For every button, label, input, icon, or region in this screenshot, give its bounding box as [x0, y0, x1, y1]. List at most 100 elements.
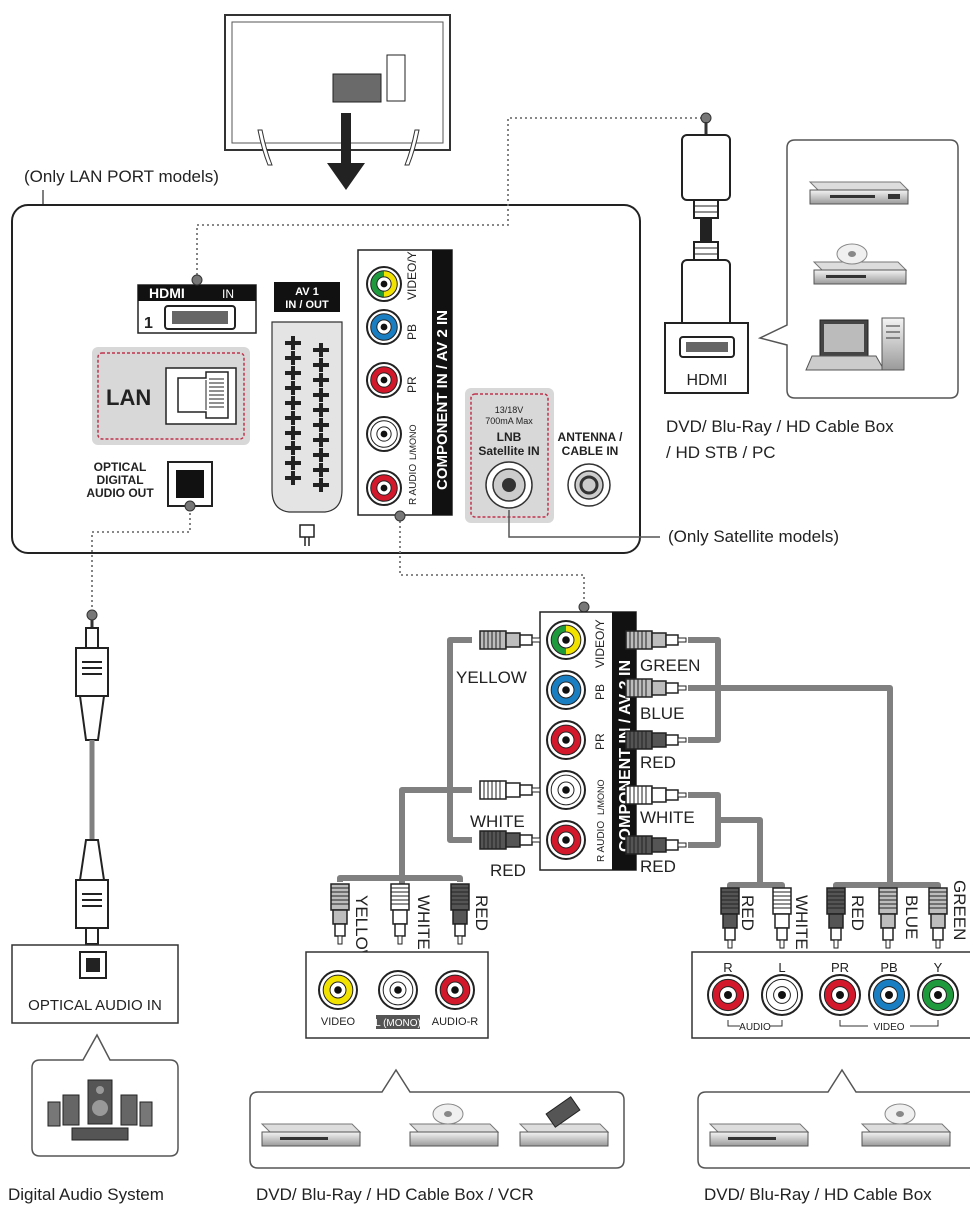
dotted-leaders	[91, 117, 706, 615]
component-pb-jack	[868, 974, 910, 1016]
composite-audior-label: AUDIO-R	[432, 1016, 479, 1028]
component-red-video-label: RED	[848, 895, 867, 931]
tv-lmono-label: L/MONO	[408, 424, 418, 460]
zoom-rca-jacks	[546, 620, 586, 860]
scart-pin	[313, 358, 329, 372]
composite-video-jack	[318, 970, 358, 1010]
vcr-icon	[518, 1096, 610, 1147]
tv-r-audio-jack	[366, 470, 402, 506]
av1-label-1: AV 1	[295, 286, 319, 298]
white-label-left: WHITE	[470, 812, 525, 831]
red-plug-icon	[450, 883, 470, 945]
red-plug-icon	[720, 887, 740, 949]
comp-audio-label: AUDIO	[739, 1022, 771, 1033]
speaker-system-icon	[47, 1079, 153, 1141]
composite-white-label: WHITE	[414, 895, 433, 950]
scart-pins	[285, 336, 329, 492]
blu-ray-player-icon	[860, 1103, 952, 1147]
hdmi-device-label: HDMI	[687, 372, 728, 389]
tv-video-y-label: VIDEO/Y	[405, 251, 419, 300]
digital-audio-system-label: Digital Audio System	[8, 1185, 164, 1204]
scart-pin	[285, 441, 301, 455]
comp-video-label: VIDEO	[873, 1022, 904, 1033]
hdmi-logo: HDMI	[149, 285, 185, 301]
optical-cable-dot	[86, 609, 98, 621]
desktop-tower-icon	[881, 317, 905, 371]
component-r-jack	[707, 974, 749, 1016]
component-devices-callout	[697, 1068, 970, 1169]
component-y-jack	[917, 974, 959, 1016]
lan-label: LAN	[106, 385, 151, 410]
red-plug-icon	[826, 887, 846, 949]
composite-red-label: RED	[472, 895, 491, 931]
optical-audio-in-label: OPTICAL AUDIO IN	[28, 997, 162, 1014]
component-jacks	[707, 974, 959, 1016]
green-plug-icon	[625, 630, 687, 650]
hdmi-device-port: HDMI	[664, 322, 749, 394]
white-plug-icon	[625, 785, 687, 805]
optical-label-2: DIGITAL	[96, 473, 143, 487]
scart-pin	[285, 366, 301, 380]
comp-pr-label: PR	[831, 960, 849, 975]
lnb-spec-2: 700mA Max	[485, 416, 533, 426]
comp-l-label: L	[778, 960, 785, 975]
scart-pin	[285, 336, 301, 350]
optical-audio-in-port: OPTICAL AUDIO IN	[11, 944, 179, 1024]
scart-pin	[313, 403, 329, 417]
hdmi-in-dot	[191, 274, 203, 286]
zoom-pb-label: PB	[593, 684, 607, 700]
hdmi-in-port: HDMI IN 1	[137, 284, 257, 334]
scart-pin	[313, 433, 329, 447]
red-plug-icon	[625, 730, 687, 750]
rca-plugs	[330, 630, 948, 949]
tv-l-mono-jack	[366, 416, 402, 452]
optical-label-3: AUDIO OUT	[86, 486, 154, 500]
hdmi-devices-line-1: DVD/ Blu-Ray / HD Cable Box	[666, 417, 894, 436]
white-label-right: WHITE	[640, 808, 695, 827]
blue-plug-icon	[878, 887, 898, 949]
yellow-plug-icon	[479, 630, 541, 650]
scart-pin	[313, 463, 329, 477]
composite-yellow-label: YELLOW	[352, 895, 371, 966]
red-label-right-video: RED	[640, 753, 676, 772]
composite-r-jack	[435, 970, 475, 1010]
scart-pin	[285, 381, 301, 395]
zoom-video-y-jack	[546, 620, 586, 660]
yellow-plug-icon	[330, 883, 350, 945]
scart-pin	[285, 411, 301, 425]
component-zoom-dot	[578, 601, 590, 613]
component-red-audio-label: RED	[738, 895, 757, 931]
tv-pb-jack	[366, 309, 402, 345]
tv-raudio-label: R AUDIO	[408, 464, 419, 505]
scart-pin	[285, 426, 301, 440]
zoom-raudio-label: R AUDIO	[596, 821, 607, 862]
component-green-label: GREEN	[950, 880, 969, 940]
tv-component-title: COMPONENT IN / AV 2 IN	[434, 310, 451, 490]
scart-pin	[313, 418, 329, 432]
tv-pb-label: PB	[405, 324, 419, 340]
optical-out-dot	[184, 500, 196, 512]
comp-r-label: R	[723, 960, 732, 975]
hdmi-port-number: 1	[144, 315, 153, 332]
lnb-spec-1: 13/18V	[495, 405, 524, 415]
zoom-lmono-label: L/MONO	[596, 779, 606, 815]
dvd-player-icon	[708, 1123, 810, 1147]
white-plug-icon	[390, 883, 410, 945]
composite-devices-label: DVD/ Blu-Ray / HD Cable Box / VCR	[256, 1185, 534, 1204]
zoom-r-audio-jack	[546, 820, 586, 860]
laptop-icon	[805, 319, 885, 371]
component-pr-jack	[819, 974, 861, 1016]
scart-pin	[313, 388, 329, 402]
hdmi-devices-line-2: / HD STB / PC	[666, 443, 776, 462]
blue-label: BLUE	[640, 704, 684, 723]
composite-lmono-label: L (MONO)	[375, 1018, 421, 1029]
component-l-jack	[761, 974, 803, 1016]
satellite-note-leader	[508, 510, 660, 538]
av1-scart-port: AV 1 IN / OUT	[271, 282, 343, 546]
scart-pin	[313, 343, 329, 357]
scart-pin	[313, 373, 329, 387]
blu-ray-player-icon	[408, 1103, 500, 1147]
zoom-component-panel: COMPONENT IN / AV 2 IN VIDEO/Y PB PR L/M…	[539, 611, 637, 871]
lan-port-note: (Only LAN PORT models)	[24, 167, 219, 186]
